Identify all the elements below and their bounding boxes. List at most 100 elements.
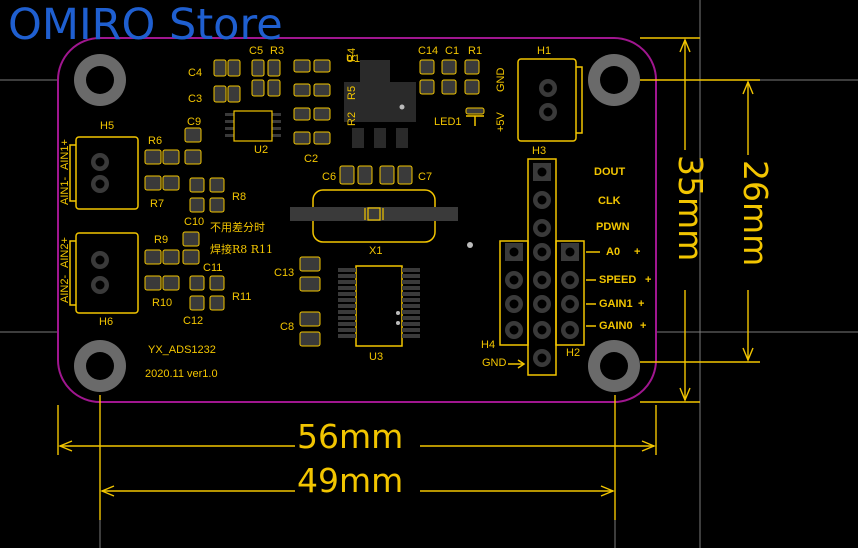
label-c8: C8 (280, 321, 295, 333)
pad-r6-b (162, 149, 180, 165)
label-h5: H5 (100, 120, 115, 132)
pad-c4-b (227, 59, 241, 77)
label-h1: H1 (537, 45, 552, 57)
pad-c12-b (209, 295, 225, 311)
pad-c4-a (213, 59, 227, 77)
label-u3: U3 (369, 351, 384, 363)
pin-h3-4 (533, 243, 551, 261)
pad-c6-b (357, 165, 373, 185)
label-r2: R2 (346, 111, 358, 126)
label-gain1: GAIN1 (599, 298, 633, 310)
label-gnd-arrow: GND (482, 357, 507, 369)
pad-c9-b (184, 149, 202, 165)
label-c7: C7 (418, 171, 433, 183)
smd-pads (144, 59, 485, 347)
pad-r4-a (293, 59, 311, 73)
board-name: YX_ADS1232 (148, 344, 216, 356)
u2-ic (225, 110, 281, 142)
pad-r9-b (162, 249, 180, 265)
pin-h4-4 (505, 321, 523, 339)
pin-h5-1 (91, 153, 109, 171)
pad-r8-d (209, 197, 225, 213)
label-c1: C1 (445, 45, 460, 57)
store-watermark: OMIRO Store (8, 0, 283, 50)
pin-h5-2 (91, 175, 109, 193)
dimension-lines (57, 37, 760, 520)
led1-symbol (466, 115, 484, 126)
pad-r8-a (189, 177, 205, 193)
label-a0-plus: + (634, 246, 641, 258)
through-hole-pins (91, 79, 579, 367)
pin-h4-3 (505, 295, 523, 313)
pad-c5-a (251, 59, 265, 77)
label-gain0-plus: + (640, 320, 647, 332)
pad-c14-a (419, 59, 435, 75)
label-c5: C5 (249, 45, 264, 57)
dim-height-holes: 26mm (736, 160, 775, 267)
pad-r3-b (267, 79, 281, 97)
label-r8: R8 (232, 191, 247, 203)
u1-regulator (344, 60, 416, 148)
label-r1: R1 (468, 45, 483, 57)
pad-c3-b (227, 85, 241, 103)
pin-h3-3 (533, 219, 551, 237)
pin-h2-1 (561, 243, 579, 261)
label-pdwn: PDWN (596, 221, 630, 233)
pad-c14-b (419, 79, 435, 95)
pad-c13-b (299, 276, 321, 292)
label-h3: H3 (532, 145, 547, 157)
pad-r1-b (464, 79, 480, 95)
pad-c2-a (293, 131, 311, 145)
label-r7: R7 (150, 198, 165, 210)
label-c13: C13 (274, 267, 295, 279)
pin-h3-6 (533, 295, 551, 313)
u3-pins (338, 268, 420, 338)
pad-r10-b (162, 275, 180, 291)
pin-h3-2 (533, 191, 551, 209)
label-c10: C10 (184, 216, 205, 228)
pad-c6-a (339, 165, 355, 185)
pad-r10-a (144, 275, 162, 291)
label-c14: C14 (418, 45, 439, 57)
pad-c5-b (251, 79, 265, 97)
pad-r7-b (162, 175, 180, 191)
label-speed-plus: + (645, 274, 652, 286)
pin-h4-1 (505, 243, 523, 261)
pad-c1-b (441, 79, 457, 95)
pin-h2-4 (561, 321, 579, 339)
label-clk: CLK (598, 195, 621, 207)
label-ain1p: AIN1+ (59, 139, 71, 170)
pad-r1-a (464, 59, 480, 75)
pad-r5-b (313, 83, 331, 97)
label-c3: C3 (188, 93, 203, 105)
label-r3: R3 (270, 45, 285, 57)
label-u2: U2 (254, 144, 269, 156)
label-h1-5v: +5V (495, 112, 507, 132)
pad-c1-a (441, 59, 457, 75)
pad-c12-a (189, 295, 205, 311)
label-dout: DOUT (594, 166, 626, 178)
label-c6: C6 (322, 171, 337, 183)
pin-h1-2 (539, 103, 557, 121)
x1-crystal (290, 207, 458, 221)
pad-r3-a (267, 59, 281, 77)
pad-r2-b (313, 107, 331, 121)
pad-c7-b (397, 165, 413, 185)
pad-r11-b (209, 275, 225, 291)
pad-c2-b (313, 131, 331, 145)
pad-r8-c (189, 197, 205, 213)
pin-h3-7 (533, 321, 551, 339)
pad-r2-a (293, 107, 311, 121)
label-ain2m: AIN2- (59, 274, 71, 303)
label-ain1m: AIN1- (59, 176, 71, 205)
pad-r5-a (293, 83, 311, 97)
dim-width-outer: 56mm (297, 417, 404, 456)
pin-h1-1 (539, 79, 557, 97)
label-gain0: GAIN0 (599, 320, 633, 332)
label-x1: X1 (369, 245, 383, 257)
pad-c9-a (184, 127, 202, 143)
pad-r9-a (144, 249, 162, 265)
note-line-2: 焊接R8 R11 (210, 243, 274, 256)
pin-h2-3 (561, 295, 579, 313)
